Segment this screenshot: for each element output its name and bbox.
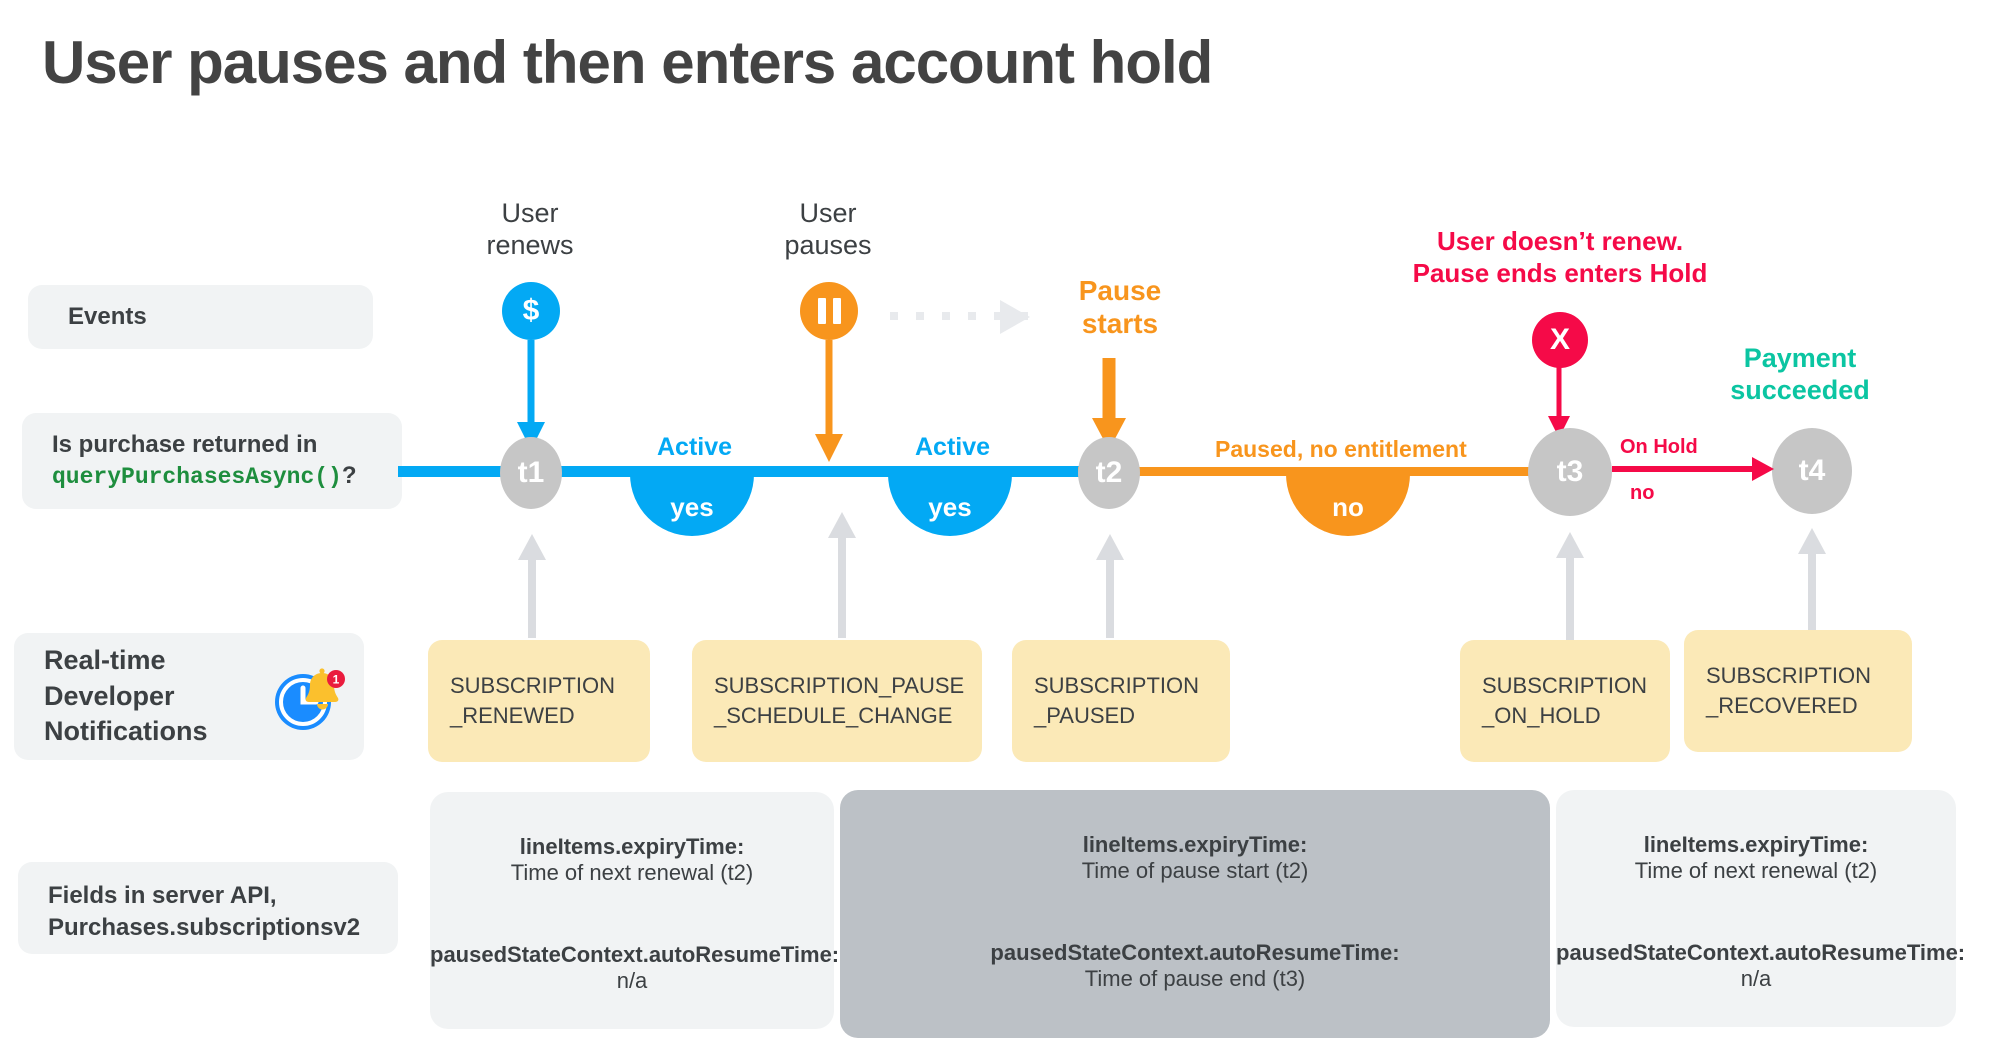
row-label-server-fields: Fields in server API, Purchases.subscrip… <box>18 862 398 954</box>
rtdn-box-subscription-renewed[interactable]: SUBSCRIPTION _RENEWED <box>428 640 650 762</box>
arrow-down-pause <box>815 340 843 462</box>
server-fields-box-right: lineItems.expiryTime: Time of next renew… <box>1556 790 1966 1027</box>
event-caption-user-renews-text: User renews <box>486 198 574 260</box>
event-caption-user-doesnt-renew-text: User doesn’t renew. Pause ends enters Ho… <box>1412 226 1708 288</box>
dotted-connector-arrowhead <box>1000 300 1030 334</box>
entitlement-answer-active-2-text: yes <box>928 491 972 522</box>
arrow-up-paused <box>1096 534 1124 638</box>
timeline-node-t2[interactable]: t2 <box>1078 437 1140 509</box>
state-label-active-2: Active <box>915 433 991 461</box>
dollar-glyph: $ <box>522 294 540 327</box>
row-label-events-text: Events <box>68 303 147 330</box>
row-label-query-line1: Is purchase returned in <box>52 431 318 458</box>
timeline-node-t4[interactable]: t4 <box>1772 428 1852 514</box>
server-fields-left-resume-key: pausedStateContext.autoResumeTime: <box>430 942 840 967</box>
pause-icon <box>800 282 858 340</box>
server-fields-mid-expiry-key: lineItems.expiryTime: <box>1082 832 1308 857</box>
server-fields-right-resume-value: n/a <box>1740 966 1772 991</box>
timeline-segment-active <box>398 466 1084 477</box>
event-caption-pause-starts-text: Pause starts <box>1078 275 1162 339</box>
entitlement-answer-active-2: yes <box>888 474 1012 536</box>
server-fields-right-expiry: lineItems.expiryTime: Time of next renew… <box>1556 832 1956 884</box>
server-fields-box-left: lineItems.expiryTime: Time of next renew… <box>430 792 840 1029</box>
timeline-node-t1[interactable]: t1 <box>500 437 562 509</box>
row-label-rtdn: Real-time Developer Notifications 1 <box>14 633 364 760</box>
clock-bell-notification-icon: 1 <box>270 659 346 735</box>
arrow-up-schedule-change <box>828 512 856 638</box>
x-icon: X <box>1532 312 1588 368</box>
server-fields-left-resume: pausedStateContext.autoResumeTime: n/a <box>430 942 840 994</box>
event-caption-user-renews: User renews <box>470 198 590 261</box>
timeline-segment-paused <box>1078 467 1570 476</box>
entitlement-answer-paused: no <box>1286 474 1410 536</box>
event-caption-payment-succeeded: Payment succeeded <box>1700 342 1900 407</box>
dollar-icon: $ <box>502 282 560 340</box>
row-label-server-fields-text: Fields in server API, Purchases.subscrip… <box>48 882 361 941</box>
arrow-up-on-hold <box>1556 532 1584 640</box>
event-caption-pause-starts: Pause starts <box>1060 275 1180 341</box>
server-fields-right-expiry-key: lineItems.expiryTime: <box>1643 832 1869 857</box>
pause-bars <box>817 298 841 324</box>
rtdn-box-subscription-pause-schedule-change[interactable]: SUBSCRIPTION_PAUSE _SCHEDULE_CHANGE <box>692 640 982 762</box>
row-label-query-code: queryPurchasesAsync() <box>52 464 342 491</box>
entitlement-answer-active-1-text: yes <box>670 491 714 522</box>
server-fields-right-resume: pausedStateContext.autoResumeTime: n/a <box>1556 940 1966 992</box>
arrow-up-renewed <box>518 534 546 638</box>
row-label-events: Events <box>28 285 373 349</box>
server-fields-right-resume-key: pausedStateContext.autoResumeTime: <box>1556 940 1966 965</box>
entitlement-answer-on-hold: no <box>1630 482 1655 504</box>
rtdn-box-subscription-paused[interactable]: SUBSCRIPTION _PAUSED <box>1012 640 1230 762</box>
event-caption-payment-succeeded-text: Payment succeeded <box>1730 343 1870 406</box>
server-fields-left-expiry-key: lineItems.expiryTime: <box>519 834 745 859</box>
row-label-query-purchases: Is purchase returned in queryPurchasesAs… <box>22 413 402 509</box>
row-label-query-suffix: ? <box>341 462 357 490</box>
server-fields-left-expiry-value: Time of next renewal (t2) <box>510 860 754 885</box>
state-label-on-hold: On Hold <box>1620 436 1698 458</box>
server-fields-left-expiry: lineItems.expiryTime: Time of next renew… <box>430 834 834 886</box>
event-caption-user-doesnt-renew: User doesn’t renew. Pause ends enters Ho… <box>1400 226 1720 289</box>
arrow-down-renew <box>517 340 545 450</box>
timeline-node-t3[interactable]: t3 <box>1528 428 1612 516</box>
rtdn-box-subscription-on-hold[interactable]: SUBSCRIPTION _ON_HOLD <box>1460 640 1670 762</box>
on-hold-connector-line <box>1612 466 1760 472</box>
entitlement-answer-paused-text: no <box>1332 491 1364 522</box>
state-label-active-1: Active <box>657 433 733 461</box>
arrow-up-recovered <box>1798 528 1826 632</box>
server-fields-right-expiry-value: Time of next renewal (t2) <box>1634 858 1878 883</box>
server-fields-mid-expiry: lineItems.expiryTime: Time of pause star… <box>840 832 1550 884</box>
rtdn-box-subscription-recovered[interactable]: SUBSCRIPTION _RECOVERED <box>1684 630 1912 752</box>
page-title: User pauses and then enters account hold <box>42 29 1213 96</box>
svg-text:1: 1 <box>333 672 340 686</box>
server-fields-left-resume-value: n/a <box>616 968 648 993</box>
row-label-rtdn-text: Real-time Developer Notifications <box>44 644 208 747</box>
event-caption-user-pauses: User pauses <box>768 198 888 261</box>
server-fields-mid-resume-value: Time of pause end (t3) <box>1084 966 1306 991</box>
server-fields-mid-resume: pausedStateContext.autoResumeTime: Time … <box>840 940 1550 992</box>
state-label-paused: Paused, no entitlement <box>1215 436 1467 462</box>
entitlement-answer-active-1: yes <box>630 474 754 536</box>
server-fields-box-mid: lineItems.expiryTime: Time of pause star… <box>840 790 1550 1038</box>
x-glyph: X <box>1549 323 1570 356</box>
on-hold-connector-arrowhead <box>1752 457 1774 481</box>
server-fields-mid-expiry-value: Time of pause start (t2) <box>1081 858 1309 883</box>
event-caption-user-pauses-text: User pauses <box>784 198 872 260</box>
server-fields-mid-resume-key: pausedStateContext.autoResumeTime: <box>990 940 1400 965</box>
